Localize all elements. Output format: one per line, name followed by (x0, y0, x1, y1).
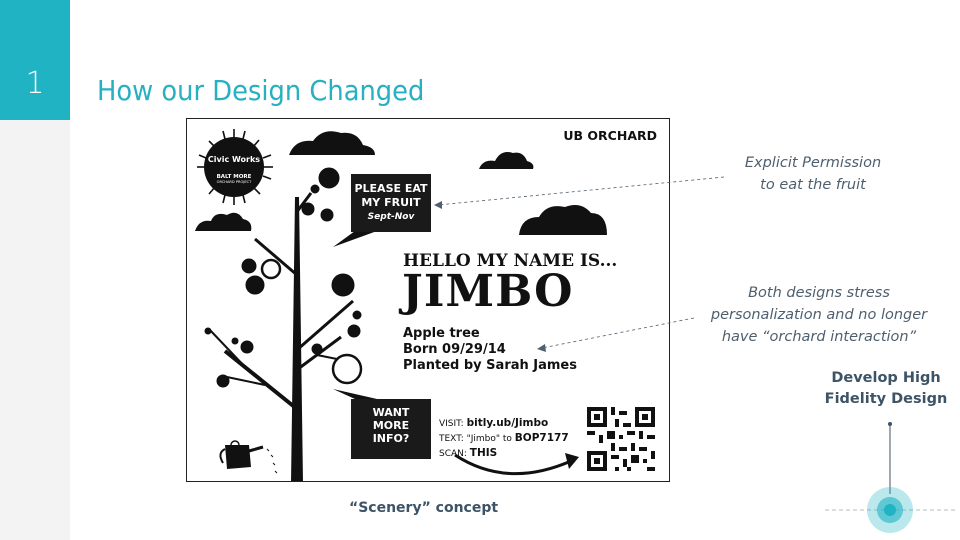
slide-number: 1 (25, 66, 45, 101)
qr-code-icon (587, 407, 655, 471)
logo-line-3: ORCHARD PROJECT (216, 180, 252, 184)
timeline-label-line-1: Develop High (831, 370, 941, 386)
cloud-icon (195, 131, 607, 235)
timeline-node-ring (877, 497, 903, 523)
tree-icon (204, 167, 363, 481)
eat-bubble-tail (333, 231, 377, 247)
timeline-stem-dot (888, 422, 892, 426)
visit-url: bitly.ub/Jimbo (466, 417, 549, 429)
scenery-concept-image: Civic Works BALT MORE ORCHARD PROJECT UB… (186, 118, 670, 482)
timeline-node-halo (867, 487, 913, 533)
sun-icon (197, 129, 273, 205)
slide-title: How our Design Changed (97, 74, 425, 107)
slide-number-block: 1 (0, 0, 70, 120)
concept-caption: “Scenery” concept (349, 500, 499, 516)
tree-name: JIMBO (402, 266, 574, 317)
fact-species: Apple tree (403, 326, 480, 341)
eat-fruit-bubble: PLEASE EAT MY FRUIT Sept-Nov (351, 174, 431, 232)
more-info-bubble: WANT MORE INFO? (351, 399, 431, 459)
scan-word: THIS (469, 447, 498, 459)
visit-label: VISIT: (439, 419, 467, 429)
annotation-personalization: Both designs stress personalization and … (700, 282, 938, 348)
annotation-personalization-line-3: have “orchard interaction” (721, 329, 917, 345)
scan-arrow (454, 453, 572, 476)
orchard-header: UB ORCHARD (563, 128, 657, 143)
watering-can-icon (219, 440, 278, 474)
logo-line-2: BALT MORE (216, 174, 252, 180)
text-code: BOP7177 (514, 432, 569, 444)
info-bubble-line-2: MORE (372, 419, 410, 432)
timeline-label-line-2: Fidelity Design (824, 391, 948, 407)
fact-planted: Planted by Sarah James (403, 358, 577, 373)
eat-bubble-line-2: MY FRUIT (361, 196, 421, 209)
scan-arrow-head (565, 453, 579, 469)
fact-born: Born 09/29/14 (403, 342, 506, 357)
annotation-permission-line-1: Explicit Permission (744, 155, 882, 171)
annotation-permission: Explicit Permission to eat the fruit (728, 152, 898, 196)
timeline-node (884, 504, 896, 516)
eat-bubble-season: Sept-Nov (367, 212, 415, 222)
hello-heading: HELLO MY NAME IS... (403, 251, 618, 271)
scenery-illustration (195, 129, 655, 481)
tree-facts: Apple tree Born 09/29/14 Planted by Sara… (403, 326, 577, 374)
info-bubble-tail (333, 389, 377, 399)
annotation-personalization-line-1: Both designs stress (748, 285, 890, 301)
visit-info: VISIT: bitly.ub/Jimbo TEXT: "Jimbo" to B… (439, 416, 569, 461)
text-label: TEXT: "Jimbo" to (439, 434, 515, 444)
annotation-personalization-line-2: personalization and no longer (710, 307, 928, 323)
eat-bubble-line-1: PLEASE EAT (354, 182, 428, 195)
timeline-label: Develop High Fidelity Design (818, 368, 954, 410)
info-bubble-line-1: WANT (372, 406, 410, 419)
scan-label: SCAN: (439, 449, 470, 459)
info-bubble-line-3: INFO? (372, 432, 410, 445)
civic-works-logo: Civic Works BALT MORE ORCHARD PROJECT (204, 155, 264, 184)
annotation-permission-line-2: to eat the fruit (760, 177, 866, 193)
logo-line-1: Civic Works (207, 155, 261, 164)
